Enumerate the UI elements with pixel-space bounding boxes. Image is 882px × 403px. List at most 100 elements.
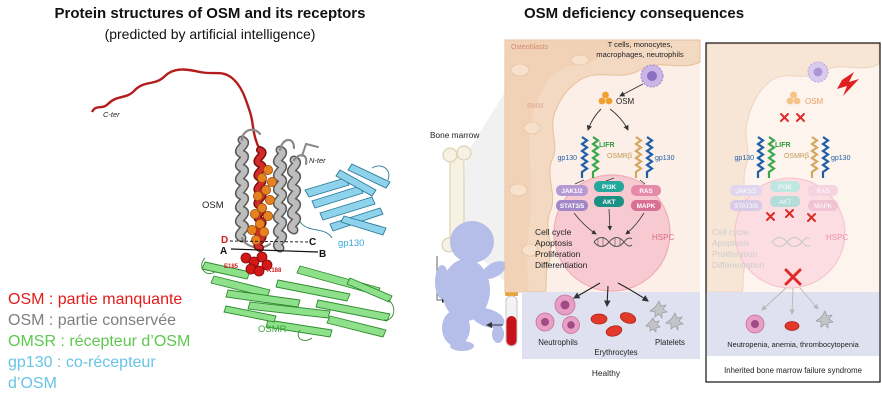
immune-cell-icon <box>640 64 664 88</box>
healthy-scene: Osteoblasts BMM T cells, monocytes, macr… <box>504 39 701 378</box>
stat-label: STAT3/5 <box>560 203 585 210</box>
dna-icon-deficient <box>771 237 811 247</box>
gp130-left-label: gp130 <box>558 155 578 162</box>
osmr-structure <box>201 257 395 341</box>
process-proliferation: Proliferation <box>535 249 581 259</box>
osmr-structure-label: OSMR <box>258 324 287 335</box>
legend: OSM : partie manquante OSM : partie cons… <box>8 291 190 392</box>
erythrocyte-icon-deficient <box>784 321 800 331</box>
legend-osm-missing: OSM : partie manquante <box>8 291 182 308</box>
akt-label: AKT <box>603 199 616 206</box>
lifr-label-deficient: LIFR <box>775 142 791 149</box>
hspc-label-deficient: HSPC <box>826 233 848 242</box>
dc-line <box>229 240 309 243</box>
osmrb-label: OSMRβ <box>607 153 632 160</box>
receptor-coils <box>580 136 654 178</box>
process-differentiation: Differentiation <box>535 260 588 270</box>
jak-label-deficient: JAK1/2 <box>736 188 757 195</box>
platelet-icon-deficient <box>815 310 834 329</box>
platelets-icon <box>645 300 684 333</box>
hspc-label: HSPC <box>652 233 674 242</box>
osteoblast-layer <box>504 39 701 293</box>
ab-line <box>230 248 319 253</box>
legend-gp130: gp130 : co-récepteur <box>8 354 156 371</box>
legend-osm-conserved: OSM : partie conservée <box>8 312 176 329</box>
ras-label: RAS <box>639 188 652 195</box>
label-d: D <box>221 235 228 246</box>
signaling-boxes <box>556 181 661 211</box>
lightning-icon <box>837 72 859 96</box>
left-panel: Protein structures of OSM and its recept… <box>8 5 395 392</box>
jak-label: JAK1/2 <box>561 188 583 195</box>
ras-label-deficient: RAS <box>817 188 830 195</box>
outcome-label: Neutropenia, anemia, thrombocytopenia <box>727 340 859 349</box>
osm-structure-label: OSM <box>202 200 224 211</box>
baby-icon <box>435 221 506 351</box>
osm-label: OSM <box>616 97 635 106</box>
stat-label-deficient: STAT3/5 <box>734 203 758 210</box>
label-a: A <box>220 246 227 257</box>
bone-marrow-label: Bone marrow <box>430 130 480 140</box>
process-apoptosis-deficient: Apoptosis <box>712 238 749 248</box>
label-e185: E185 <box>224 264 239 270</box>
differentiation-block-x-icon <box>784 268 802 286</box>
process-proliferation-deficient: Proliferation <box>712 249 758 259</box>
gp130-right-label-deficient: gp130 <box>831 155 851 162</box>
deficient-scene: OSM gp130 LIFR OSMRβ gp130 <box>705 42 881 383</box>
process-cell-cycle-deficient: Cell cycle <box>712 227 749 237</box>
bmm-label: BMM <box>527 103 544 110</box>
lifr-label: LIFR <box>599 142 615 149</box>
immune-cells-line1: T cells, monocytes, <box>608 40 673 49</box>
erythrocytes-label: Erythrocytes <box>594 348 637 357</box>
akt-label-deficient: AKT <box>779 199 791 206</box>
osm-molecule-icon-deficient <box>786 91 801 105</box>
osteoblasts-label: Osteoblasts <box>511 44 548 51</box>
left-subtitle: (predicted by artificial intelligence) <box>105 26 316 42</box>
gp130-structure-label: gp130 <box>338 238 364 249</box>
block-x-icons <box>780 113 805 122</box>
right-panel: OSM deficiency consequences Bone marrow <box>430 5 881 383</box>
right-title: OSM deficiency consequences <box>524 5 744 22</box>
dna-icon <box>593 237 633 247</box>
orange-residues <box>246 164 277 245</box>
gp130-right-label: gp130 <box>655 155 675 162</box>
pi3k-label-deficient: PI3K <box>778 184 792 191</box>
osm-label-deficient: OSM <box>805 97 824 106</box>
deficient-frame <box>705 42 881 383</box>
pi3k-label: PI3K <box>602 184 616 191</box>
legend-gp130-cont: d’OSM <box>8 375 57 392</box>
label-c: C <box>309 237 316 248</box>
process-cell-cycle: Cell cycle <box>535 227 572 237</box>
immune-cells-line2: macrophages, neutrophils <box>596 50 684 59</box>
label-b: B <box>319 249 326 260</box>
process-apoptosis: Apoptosis <box>535 238 572 248</box>
osm-molecule-icon <box>598 91 613 105</box>
left-title: Protein structures of OSM and its recept… <box>55 5 366 22</box>
neutrophil-icon-deficient <box>745 314 765 334</box>
c-ter-label: C-ter <box>103 110 120 119</box>
neutrophils-label: Neutrophils <box>538 338 578 347</box>
platelets-label: Platelets <box>655 338 685 347</box>
signaling-block-x-icons <box>766 209 816 222</box>
receptor-coils-deficient <box>756 136 830 178</box>
osm-missing-tail <box>90 68 262 151</box>
n-ter-strand <box>301 142 319 157</box>
process-differentiation-deficient: Differentiation <box>712 260 765 270</box>
red-residues <box>240 251 273 277</box>
osm-conserved-helices <box>234 128 319 253</box>
label-k188: K188 <box>267 268 282 274</box>
healthy-caption: Healthy <box>592 368 621 378</box>
legend-osmr: OMSR : récepteur d’OSM <box>8 333 190 350</box>
signaling-boxes-deficient <box>730 181 838 211</box>
osmrb-label-deficient: OSMRβ <box>784 153 809 160</box>
gp130-structure <box>299 163 391 239</box>
mapk-label-deficient: MAPK <box>814 203 833 210</box>
gp130-left-label-deficient: gp130 <box>735 155 755 162</box>
neutrophils-icon <box>535 294 580 334</box>
mapk-label: MAPK <box>637 203 656 210</box>
blood-tube-icon <box>505 290 518 347</box>
deficient-caption: Inherited bone marrow failure syndrome <box>724 366 862 375</box>
erythrocytes-icon <box>590 312 637 337</box>
immune-cell-icon-deficient <box>807 61 829 83</box>
